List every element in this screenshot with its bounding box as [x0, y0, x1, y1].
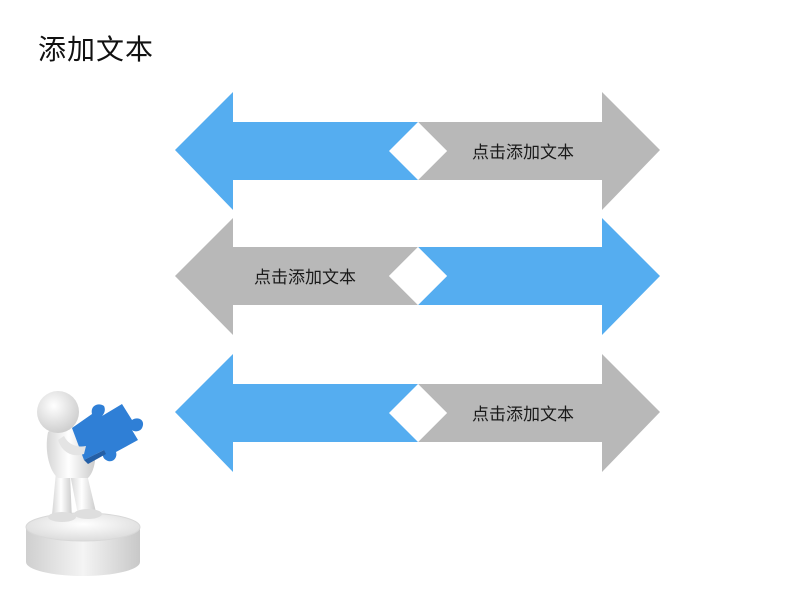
puzzle-piece-icon: [72, 404, 144, 464]
blue-arrow-left: [175, 354, 418, 472]
arrow-row-2: 点击添加文本: [175, 218, 660, 335]
arrow-row-3: 点击添加文本: [175, 354, 660, 472]
arrow-label: 点击添加文本: [254, 268, 356, 288]
arrow-row-1: 点击添加文本: [175, 92, 660, 210]
arrow-label: 点击添加文本: [472, 405, 574, 425]
gray-arrow-right: [418, 354, 660, 472]
slide-title: 添加文本: [38, 33, 155, 66]
diamond-divider: [389, 384, 447, 442]
diamond-divider: [389, 247, 447, 305]
person-with-puzzle-illustration: [25, 391, 144, 576]
diamond-divider: [389, 122, 447, 180]
gray-arrow-left: [175, 218, 418, 335]
gray-arrow-right: [418, 92, 660, 210]
blue-arrow-left: [175, 92, 418, 210]
arrow-label: 点击添加文本: [472, 143, 574, 163]
blue-arrow-right: [418, 218, 660, 335]
